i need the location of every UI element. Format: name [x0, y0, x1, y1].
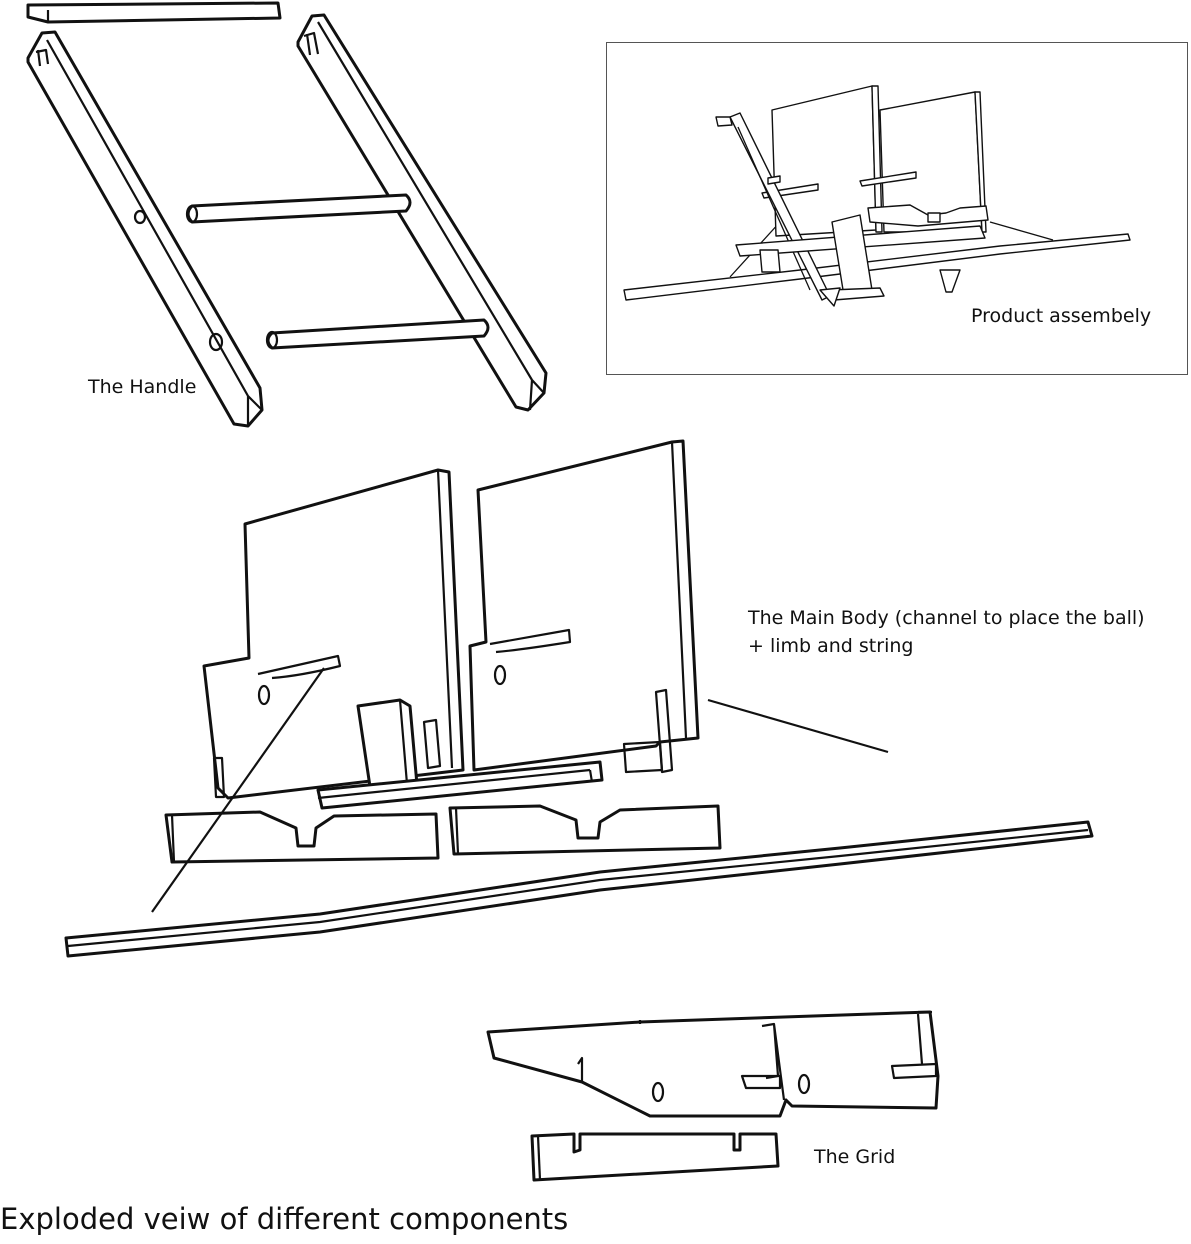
- main-body-right-panel: [468, 439, 700, 774]
- handle-part: [26, 1, 548, 428]
- handle-dowel-upper: [185, 193, 412, 224]
- main-body-label: The Main Body (channel to place the ball…: [748, 604, 1145, 660]
- main-body-base-plate: [316, 760, 604, 810]
- main-body-lower-block-left: [164, 810, 440, 864]
- main-body-limb: [64, 820, 1094, 958]
- handle-top-crossbar: [26, 1, 282, 24]
- main-body-label-line1: The Main Body (channel to place the ball…: [748, 607, 1145, 629]
- product-assembly-sketch: [623, 85, 1131, 307]
- grid-upper-piece: [486, 1010, 940, 1118]
- product-assembly-label: Product assembely: [971, 305, 1152, 327]
- grid-lower-piece: [530, 1132, 780, 1182]
- handle-dowel-lower: [265, 318, 490, 350]
- main-body-part: [64, 439, 1094, 958]
- handle-right-rail: [296, 13, 548, 412]
- main-body-string-right: [707, 698, 889, 754]
- product-assembly-frame: [606, 42, 1188, 375]
- main-body-left-panel: [202, 468, 465, 800]
- main-body-lower-block-right: [448, 804, 722, 856]
- handle-left-rail: [26, 30, 264, 428]
- main-body-string-left: [151, 667, 325, 913]
- figure-caption: Exploded veiw of different components: [0, 1202, 569, 1236]
- grid-label: The Grid: [814, 1146, 896, 1168]
- main-body-label-line2: + limb and string: [748, 635, 914, 657]
- grid-part: [486, 1010, 940, 1182]
- handle-label: The Handle: [88, 376, 197, 398]
